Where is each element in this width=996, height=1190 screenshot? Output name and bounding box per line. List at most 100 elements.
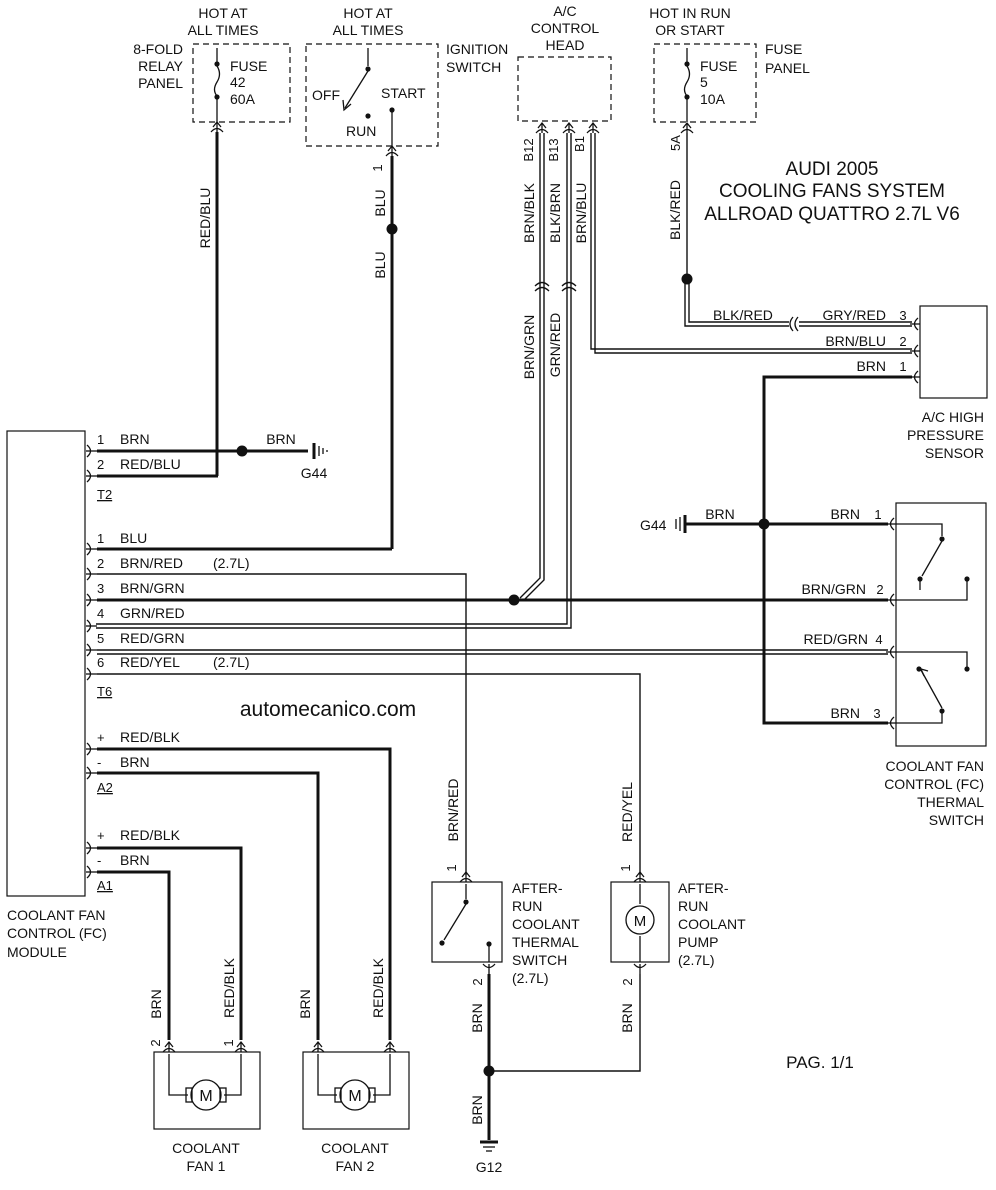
a1-pin-plus: + <box>97 828 105 843</box>
a2-connector <box>86 742 97 780</box>
t6-wire-1: BLU <box>120 530 147 546</box>
ts-pin-1: 1 <box>874 507 881 522</box>
t6-pin-6: 6 <box>97 655 104 670</box>
t6-pin-3: 3 <box>97 581 104 596</box>
relay-hot-1: HOT AT <box>198 5 248 21</box>
title-line-3: ALLROAD QUATTRO 2.7L V6 <box>704 204 960 225</box>
fan1-pin-1: 1 <box>221 1039 236 1046</box>
fan1-pin-2: 2 <box>148 1039 163 1046</box>
t2-wire-2: RED/BLU <box>120 456 181 472</box>
sensor-pin-2: 2 <box>899 334 906 349</box>
ign-pin-1: 1 <box>370 164 385 171</box>
t2-pin-1: 1 <box>97 432 104 447</box>
fuse-5-label-2: 5 <box>700 74 708 90</box>
wire-label-brn-g44b: BRN <box>705 506 735 522</box>
fuse-5-label-3: 10A <box>700 91 726 107</box>
fan1-motor-label: M <box>199 1088 212 1105</box>
ac-head-name-3: HEAD <box>546 37 585 53</box>
t6-connector <box>86 542 97 681</box>
fan1-name-1: COOLANT <box>172 1140 240 1156</box>
ts-pin-4: 4 <box>875 632 882 647</box>
ts-wire-2: BRN/GRN <box>801 581 866 597</box>
sensor-name-3: SENSOR <box>925 445 984 461</box>
ign-hot-1: HOT AT <box>343 5 393 21</box>
ar-switch-name-6: (2.7L) <box>512 970 549 986</box>
sensor-name-2: PRESSURE <box>907 427 984 443</box>
wire-label-fan1-brn: BRN <box>148 989 164 1019</box>
ts-wire-1: BRN <box>830 506 860 522</box>
ar-pump-pin-2: 2 <box>620 978 635 985</box>
t6-pin-1: 1 <box>97 531 104 546</box>
ground-g44b-label: G44 <box>640 517 667 533</box>
wire-label-g12-brn: BRN <box>469 1095 485 1125</box>
ar-pump-pin-1: 1 <box>618 864 633 871</box>
relay-fuse-2: 42 <box>230 74 246 90</box>
fuse-hot-2: OR START <box>655 22 725 38</box>
sensor-connectors <box>910 317 920 384</box>
wire-label-gry-red: GRY/RED <box>822 307 886 323</box>
t6-pin-2: 2 <box>97 556 104 571</box>
t6-note-6: (2.7L) <box>213 654 250 670</box>
wire-label-blk-brn: BLK/BRN <box>547 183 563 243</box>
ts-name-1: COOLANT FAN <box>885 758 984 774</box>
thermal-switch-connectors <box>886 517 897 730</box>
ac-head-name-2: CONTROL <box>531 20 600 36</box>
wire-label-blu-lower: BLU <box>372 251 388 278</box>
ar-switch-pin-2: 2 <box>470 978 485 985</box>
wire-t6-red-yel <box>97 673 641 875</box>
relay-fuse-3: 60A <box>230 91 256 107</box>
inline-connector-2 <box>561 281 577 292</box>
pump-motor-icon <box>625 884 655 962</box>
fan2-name-1: COOLANT <box>321 1140 389 1156</box>
wire-a2-red-blk <box>97 747 392 1040</box>
ign-name-2: SWITCH <box>446 59 501 75</box>
fuse-5-icon <box>683 48 691 122</box>
ground-g12-icon <box>480 1140 498 1152</box>
pump-motor-label: M <box>634 913 647 930</box>
ts-name-2: CONTROL (FC) <box>884 776 984 792</box>
wire-label-grn-red-vert: GRN/RED <box>547 313 563 378</box>
relay-name-3: PANEL <box>138 75 183 91</box>
splice-blu <box>386 223 398 235</box>
ac-head-name-1: A/C <box>553 3 576 19</box>
relay-fuse-1: FUSE <box>230 58 267 74</box>
ar-switch-name-1: AFTER- <box>512 880 563 896</box>
ground-g44-label: G44 <box>301 465 328 481</box>
wire-label-sw-brn: BRN <box>469 1003 485 1033</box>
ac-pin-b13: B13 <box>546 138 561 161</box>
a1-connector <box>86 841 97 879</box>
a1-wire-minus: BRN <box>120 852 150 868</box>
inline-connector-3 <box>789 316 799 332</box>
a2-label: A2 <box>97 780 113 795</box>
t6-note-2: (2.7L) <box>213 555 250 571</box>
ar-pump-name-1: AFTER- <box>678 880 729 896</box>
relay-name-2: RELAY <box>138 58 184 74</box>
ar-switch-pin-1: 1 <box>444 864 459 871</box>
ar-pump-name-4: PUMP <box>678 934 718 950</box>
ts-pin-3: 3 <box>873 706 880 721</box>
splice-t2-brn <box>236 445 248 457</box>
wire-brn-sensor-to-ts <box>762 375 912 725</box>
coolant-fan-2-box <box>302 1051 410 1130</box>
fuse-panel-name-2: PANEL <box>765 60 810 76</box>
ac-pressure-sensor-box <box>919 305 988 399</box>
t2-connector <box>86 444 97 483</box>
wire-grn-red <box>96 133 568 625</box>
splice-g44-ts <box>758 518 770 530</box>
fuse-panel-box <box>653 43 757 123</box>
afterrun-switch-icon <box>439 884 492 962</box>
fan2-motor-label: M <box>348 1088 361 1105</box>
wire-label-brn-blk: BRN/BLK <box>521 182 537 243</box>
ts-name-4: SWITCH <box>929 812 984 828</box>
ign-name-1: IGNITION <box>446 41 508 57</box>
fan1-name-2: FAN 1 <box>187 1158 226 1174</box>
wire-label-red-yel-vert: RED/YEL <box>619 782 635 842</box>
fuse-hot-1: HOT IN RUN <box>649 5 730 21</box>
ground-g44-icon <box>312 443 328 459</box>
wire-t6-brn-red <box>97 573 467 875</box>
t2-wire-1: BRN <box>120 431 150 447</box>
t6-wire-5: RED/GRN <box>120 630 185 646</box>
wire-label-brn-blu-sensor: BRN/BLU <box>825 333 886 349</box>
ground-g44b-icon <box>675 515 687 533</box>
wire-brn-blu-sensor <box>590 133 912 350</box>
